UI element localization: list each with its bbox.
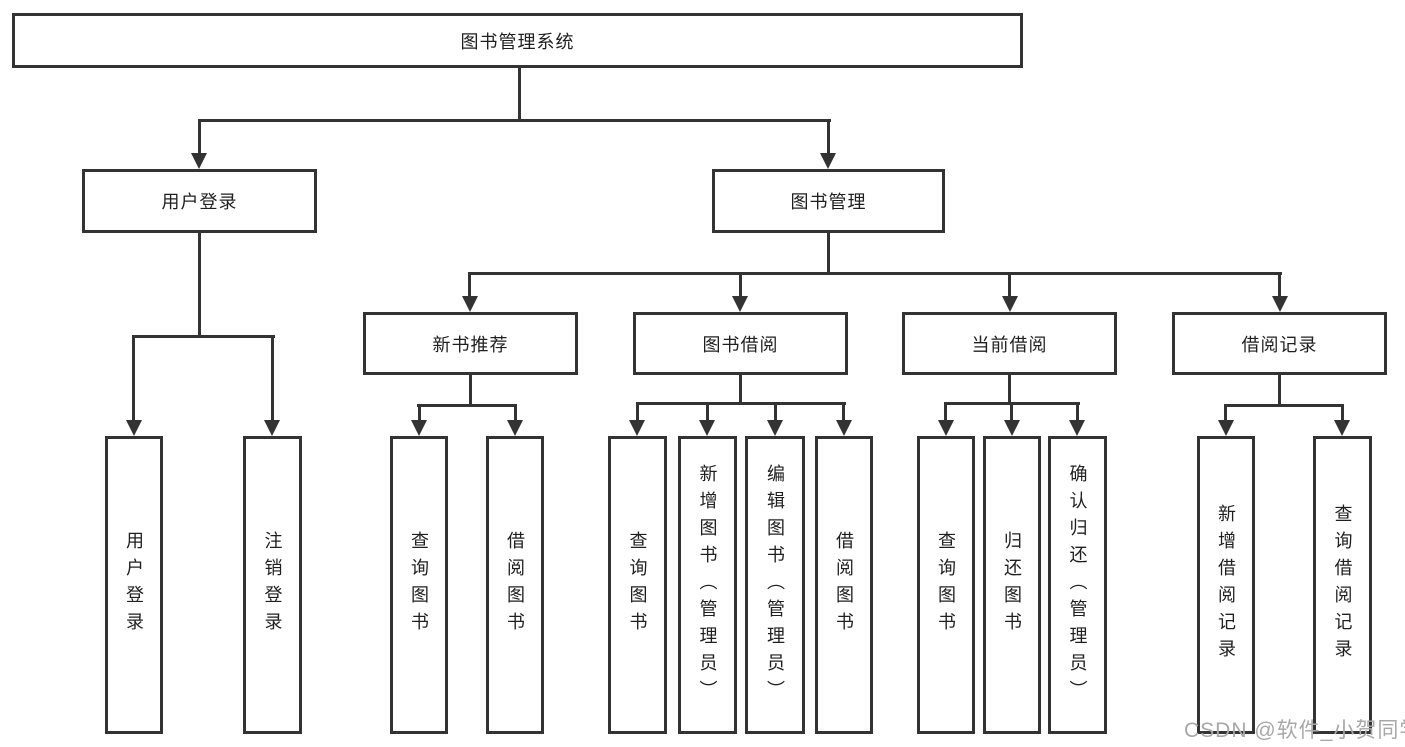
arrowhead-borrow-records bbox=[1272, 296, 1288, 312]
leaf-nb-query-books: 查询图书 bbox=[390, 436, 448, 734]
node-borrow-records: 借阅记录 bbox=[1172, 312, 1387, 375]
arrowhead-br-query bbox=[1334, 420, 1350, 436]
edge-drop-current-borrow bbox=[1008, 272, 1011, 296]
node-label: 新书推荐 bbox=[432, 334, 509, 355]
edge-drop-user-login bbox=[198, 119, 201, 154]
leaf-label: 确认归还（管理员） bbox=[1067, 463, 1088, 707]
node-label: 当前借阅 bbox=[971, 334, 1048, 355]
arrowhead-nb-borrow bbox=[507, 420, 523, 436]
arrowhead-cb-query bbox=[938, 420, 954, 436]
edge-root-stem bbox=[518, 68, 521, 122]
leaf-label: 归还图书 bbox=[1002, 531, 1022, 639]
edge-drop-br-add bbox=[1224, 404, 1227, 420]
edge-bb-stem bbox=[739, 375, 742, 404]
arrowhead-nb-query bbox=[411, 420, 427, 436]
edge-drop-cb-return bbox=[1010, 402, 1013, 420]
leaf-label: 编辑图书（管理员） bbox=[765, 463, 785, 707]
csdn-watermark: CSDN @软件_小贺同学 bbox=[1184, 719, 1405, 742]
leaf-label: 借阅图书 bbox=[505, 531, 525, 639]
arrowhead-br-add bbox=[1218, 420, 1234, 436]
leaf-label: 注销登录 bbox=[262, 531, 283, 639]
edge-drop-new-book-recommend bbox=[468, 272, 471, 296]
leaf-logout: 注销登录 bbox=[243, 436, 302, 734]
edge-drop-nb-query bbox=[418, 404, 421, 420]
edge-ul-rail bbox=[132, 335, 275, 338]
edge-nb-rail bbox=[417, 404, 517, 407]
arrowhead-cb-return bbox=[1004, 420, 1020, 436]
edge-drop-book-management bbox=[827, 119, 830, 154]
leaf-label: 用户登录 bbox=[124, 531, 144, 639]
edge-drop-borrow-records bbox=[1278, 272, 1281, 296]
arrowhead-book-borrow bbox=[732, 296, 748, 312]
edge-bm-stem bbox=[827, 233, 830, 275]
leaf-nb-borrow-books: 借阅图书 bbox=[486, 436, 544, 734]
leaf-label: 新增图书（管理员） bbox=[697, 463, 718, 707]
arrowhead-bb-borrow bbox=[836, 420, 852, 436]
arrowhead-user-login bbox=[191, 153, 207, 169]
node-label: 图书管理 bbox=[790, 192, 867, 212]
edge-bm-rail bbox=[468, 272, 1282, 275]
node-label: 用户登录 bbox=[161, 192, 238, 212]
arrowhead-bb-add bbox=[699, 420, 715, 436]
leaf-cb-confirm-return-admin: 确认归还（管理员） bbox=[1048, 436, 1107, 734]
edge-drop-br-query bbox=[1341, 404, 1344, 420]
node-book-borrow: 图书借阅 bbox=[633, 312, 848, 375]
leaf-cb-return-books: 归还图书 bbox=[983, 436, 1041, 734]
leaf-label: 借阅图书 bbox=[834, 531, 854, 639]
leaf-label: 查询借阅记录 bbox=[1332, 504, 1353, 666]
edge-drop-nb-borrow bbox=[514, 404, 517, 420]
arrowhead-bb-query bbox=[629, 420, 645, 436]
node-root-library-system: 图书管理系统 bbox=[12, 13, 1023, 68]
edge-drop-bb-borrow bbox=[842, 402, 845, 420]
node-current-borrow: 当前借阅 bbox=[902, 312, 1117, 375]
arrowhead-book-management bbox=[820, 153, 836, 169]
leaf-label: 查询图书 bbox=[627, 531, 648, 639]
edge-br-rail bbox=[1224, 404, 1344, 407]
edge-nb-stem bbox=[469, 375, 472, 406]
edge-drop-leaf-user-login bbox=[132, 335, 135, 420]
node-label: 图书管理系统 bbox=[460, 31, 575, 52]
node-label: 图书借阅 bbox=[702, 334, 779, 355]
node-label: 借阅记录 bbox=[1241, 334, 1318, 355]
leaf-bb-add-books-admin: 新增图书（管理员） bbox=[678, 436, 737, 734]
edge-drop-book-borrow bbox=[739, 272, 742, 296]
arrowhead-leaf-user-login bbox=[126, 420, 142, 436]
edge-drop-bb-query bbox=[636, 402, 639, 420]
edge-br-stem bbox=[1278, 375, 1281, 406]
arrowhead-leaf-logout bbox=[264, 420, 280, 436]
node-book-management: 图书管理 bbox=[712, 169, 945, 233]
leaf-cb-query-books: 查询图书 bbox=[917, 436, 975, 734]
leaf-bb-edit-books-admin: 编辑图书（管理员） bbox=[745, 436, 805, 734]
leaf-label: 新增借阅记录 bbox=[1216, 504, 1236, 666]
leaf-br-add-record: 新增借阅记录 bbox=[1197, 436, 1255, 734]
edge-drop-bb-edit bbox=[774, 402, 777, 420]
arrowhead-new-book-recommend bbox=[462, 296, 478, 312]
edge-drop-cb-confirm bbox=[1076, 402, 1079, 420]
leaf-bb-borrow-books: 借阅图书 bbox=[815, 436, 873, 734]
edge-drop-leaf-logout bbox=[271, 335, 274, 420]
edge-bb-rail bbox=[636, 402, 846, 405]
arrowhead-current-borrow bbox=[1002, 296, 1018, 312]
leaf-user-login: 用户登录 bbox=[105, 436, 163, 734]
leaf-bb-query-books: 查询图书 bbox=[608, 436, 667, 734]
edge-ul-stem bbox=[198, 233, 201, 338]
leaf-label: 查询图书 bbox=[936, 531, 956, 639]
edge-drop-cb-query bbox=[944, 402, 947, 420]
arrowhead-bb-edit bbox=[767, 420, 783, 436]
arrowhead-cb-confirm bbox=[1069, 420, 1085, 436]
edge-drop-bb-add bbox=[706, 402, 709, 420]
edge-root-rail bbox=[198, 119, 831, 122]
leaf-label: 查询图书 bbox=[409, 531, 429, 639]
leaf-br-query-record: 查询借阅记录 bbox=[1313, 436, 1372, 734]
node-new-book-recommend: 新书推荐 bbox=[363, 312, 578, 375]
node-user-login-branch: 用户登录 bbox=[82, 169, 317, 233]
edge-cb-stem bbox=[1008, 375, 1011, 404]
